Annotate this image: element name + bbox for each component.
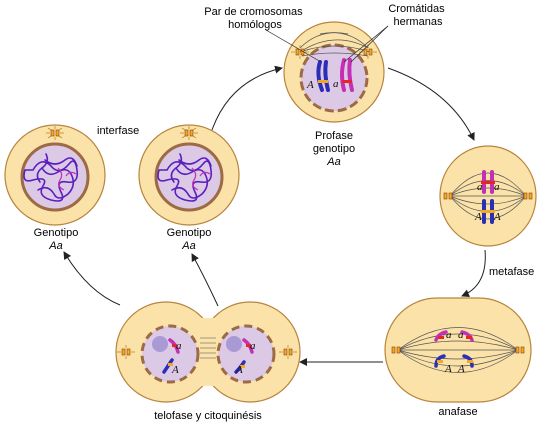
pointer-sisters-2 <box>350 25 389 63</box>
allele-label-a-left: a <box>477 181 483 193</box>
nucleus <box>154 142 224 212</box>
label-prophase-genotype: genotipo <box>313 143 355 155</box>
centrosome-left <box>443 192 453 200</box>
centromere-bands <box>437 336 473 363</box>
spindle-fibers <box>449 172 527 220</box>
centrosome-right <box>523 192 533 200</box>
label-interphase: interfase <box>97 125 139 137</box>
label-anaphase: anafase <box>438 406 477 418</box>
allele-label-A-left: A <box>171 364 179 376</box>
label-metaphase: metafase <box>489 266 534 278</box>
nucleus <box>20 142 90 212</box>
arrow-to-anaphase <box>461 249 486 297</box>
label-interphase-genotype: Genotipo <box>34 227 79 239</box>
centrosome-right <box>279 345 297 359</box>
label-sisters-line1: Cromátidas <box>388 3 445 15</box>
spindle-fibers <box>397 327 519 373</box>
allele-label-a: a <box>333 78 339 90</box>
allele-label-A-left: A <box>444 363 452 375</box>
label-cell-genotype: Genotipo <box>167 227 212 239</box>
label-telophase: telofase y citoquinésis <box>154 410 262 422</box>
chromatin-accent <box>191 167 211 191</box>
allele-label-a-left: a <box>446 329 452 341</box>
homolog-blue <box>316 60 330 92</box>
label-sisters-line2: hermanas <box>394 16 443 28</box>
allele-label-a-right: a <box>458 329 464 341</box>
label-interphase-genotype-value: Aa <box>48 240 62 252</box>
arrow-to-prophase <box>211 65 283 131</box>
homolog-magenta <box>340 58 354 92</box>
label-prophase: Profase <box>315 130 353 142</box>
genotype-cell <box>138 124 240 226</box>
label-homologs-line1: Par de cromosomas <box>204 6 303 18</box>
nucleolus-right <box>226 336 242 352</box>
chromosome-blue <box>481 199 495 224</box>
nucleus-right <box>216 324 276 384</box>
centrosome <box>180 126 198 140</box>
label-cell-genotype-value: Aa <box>181 240 195 252</box>
centrosome <box>46 126 64 140</box>
cleavage-lines <box>200 337 216 359</box>
chromatids-separating <box>434 330 474 368</box>
nucleus-left <box>140 324 200 384</box>
chromatin-accent <box>57 167 77 191</box>
label-homologs-line2: homólogos <box>228 19 282 31</box>
cycle-arrows <box>63 65 486 366</box>
allele-label-A-right: A <box>493 211 501 223</box>
arrow-to-metaphase <box>387 67 475 141</box>
pointer-homologs <box>265 29 322 63</box>
allele-label-A-right: A <box>235 364 243 376</box>
arrow-to-interphase-cell <box>63 251 121 306</box>
daughter-centromere-bands <box>168 344 251 368</box>
chromosome-magenta <box>481 170 495 194</box>
telophase-cell: a A a A <box>115 301 301 403</box>
allele-label-A: A <box>306 79 314 91</box>
prophase-cell: A a <box>283 21 385 123</box>
interphase-cell <box>4 124 106 226</box>
pointer-sisters-1 <box>343 25 389 63</box>
label-homologs: Par de cromosomas homólogos <box>204 6 306 31</box>
centrosome-left <box>391 346 401 354</box>
anaphase-cell: a a A A <box>384 297 532 403</box>
prophase-annotations: Par de cromosomas homólogos Cromátidas h… <box>204 3 447 168</box>
allele-label-a-right: a <box>250 340 256 352</box>
arrow-to-genotype-cell <box>191 253 219 307</box>
allele-label-A-right: A <box>457 363 465 375</box>
metaphase-cell: a a A A <box>439 145 537 247</box>
label-sisters: Cromátidas hermanas <box>388 3 447 28</box>
allele-label-A-left: A <box>474 211 482 223</box>
nucleolus-left <box>152 336 168 352</box>
label-prophase-genotype-value: Aa <box>326 156 340 168</box>
centrosome-right <box>515 346 525 354</box>
centrosome-left <box>117 345 135 359</box>
allele-label-a-right: a <box>494 181 500 193</box>
allele-label-a-left: a <box>176 340 182 352</box>
